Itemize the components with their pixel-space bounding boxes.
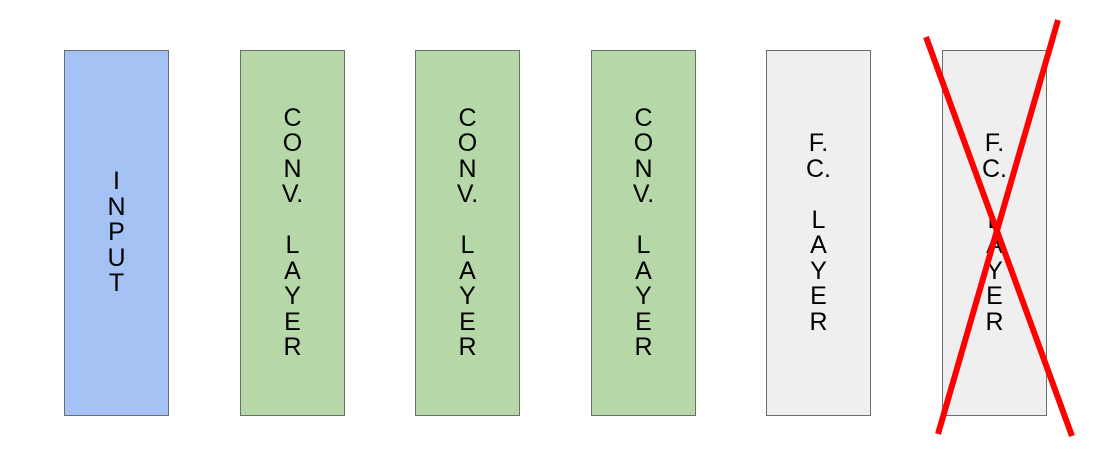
label-gap — [457, 208, 478, 234]
label-glyph: V. — [632, 180, 655, 208]
label-glyph: R — [283, 333, 302, 361]
label-glyph: L — [636, 231, 651, 259]
label-glyph: L — [811, 205, 826, 234]
label-glyph: P — [108, 218, 125, 247]
label-glyph: C — [458, 103, 477, 132]
label-glyph: L — [285, 231, 300, 259]
label-gap — [806, 182, 831, 208]
label-glyph: A — [635, 256, 652, 285]
label-glyph: R — [985, 307, 1004, 336]
label-glyph: F. — [984, 129, 1005, 157]
label-glyph: E — [459, 307, 476, 336]
label-glyph: C — [634, 103, 653, 132]
label-glyph: F. — [808, 129, 829, 157]
label-glyph: C. — [806, 154, 831, 183]
label-glyph: R — [809, 307, 828, 336]
label-gap — [633, 208, 654, 234]
label-glyph: L — [460, 231, 475, 259]
label-glyph: A — [986, 231, 1003, 259]
label-glyph: T — [108, 269, 125, 298]
label-glyph: A — [459, 256, 476, 285]
label-glyph: Y — [284, 282, 301, 310]
label-glyph: V. — [281, 180, 304, 208]
label-glyph: I — [113, 167, 120, 196]
label-glyph: O — [282, 129, 303, 157]
label-glyph: U — [107, 243, 126, 272]
label-glyph: N — [107, 192, 126, 221]
label-glyph: A — [284, 256, 301, 285]
label-glyph: E — [284, 307, 301, 336]
label-glyph: Y — [810, 256, 827, 285]
label-glyph: R — [458, 333, 477, 361]
label-glyph: V. — [456, 180, 479, 208]
label-glyph: Y — [459, 282, 476, 310]
label-glyph: N — [458, 154, 477, 183]
label-glyph: E — [986, 282, 1003, 310]
label-glyph: Y — [986, 256, 1003, 285]
label-glyph: N — [283, 154, 302, 183]
label-glyph: L — [987, 205, 1002, 234]
label-glyph: A — [810, 231, 827, 259]
label-glyph: O — [457, 129, 478, 157]
label-glyph: E — [635, 307, 652, 336]
label-gap — [282, 208, 303, 234]
label-gap — [982, 182, 1007, 208]
label-glyph: O — [633, 129, 654, 157]
label-glyph: Y — [635, 282, 652, 310]
label-glyph: N — [634, 154, 653, 183]
label-glyph: C — [283, 103, 302, 132]
label-glyph: C. — [982, 154, 1007, 183]
label-glyph: E — [810, 282, 827, 310]
label-glyph: R — [634, 333, 653, 361]
